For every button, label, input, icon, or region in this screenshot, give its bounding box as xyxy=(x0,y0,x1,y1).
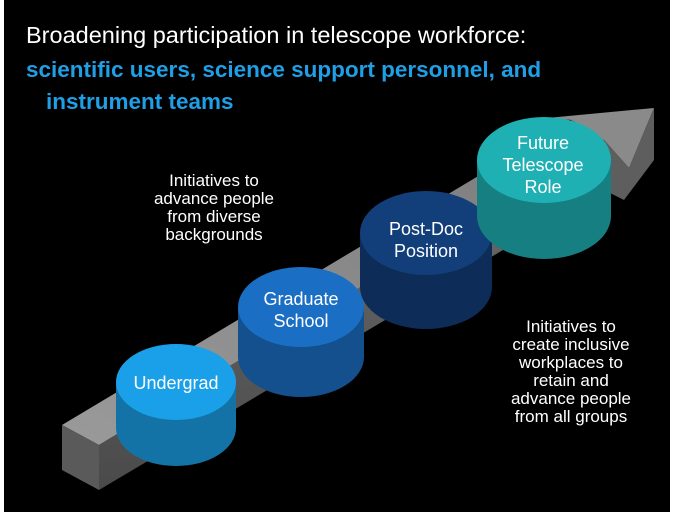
title-line-2: scientific users, science support person… xyxy=(26,57,542,82)
stage-label-post-doc: Post-Doc Position xyxy=(388,219,464,261)
stage-disk-undergrad-top xyxy=(116,344,236,420)
stage-disk-future-role-top xyxy=(477,117,611,203)
progression-arrow xyxy=(62,108,654,490)
stage-disk-graduate-school-top xyxy=(238,267,364,347)
stage-disk-future-role xyxy=(477,117,611,259)
stage-disk-graduate-school xyxy=(238,267,364,397)
slide-background: Broadening participation in telescope wo… xyxy=(4,0,670,512)
stage-label-graduate-school: Graduate School xyxy=(263,289,339,331)
stage-disk-post-doc xyxy=(360,191,492,329)
title-line-3: instrument teams xyxy=(46,89,234,114)
arrow-head-front xyxy=(604,108,654,200)
arrow-head-top xyxy=(547,108,654,168)
arrow-shaft-end xyxy=(62,425,99,490)
note-diverse-backgrounds: Initiatives to advance people from diver… xyxy=(153,171,275,244)
note-inclusive-workplaces: Initiatives to create inclusive workplac… xyxy=(510,317,632,426)
title-line-1: Broadening participation in telescope wo… xyxy=(26,22,527,48)
stage-label-undergrad: Undergrad xyxy=(133,373,219,393)
stage-disk-post-doc-top xyxy=(360,191,492,275)
stage-label-future-role: Future Telescope Role xyxy=(502,133,584,197)
stage-disk-undergrad xyxy=(116,344,236,466)
